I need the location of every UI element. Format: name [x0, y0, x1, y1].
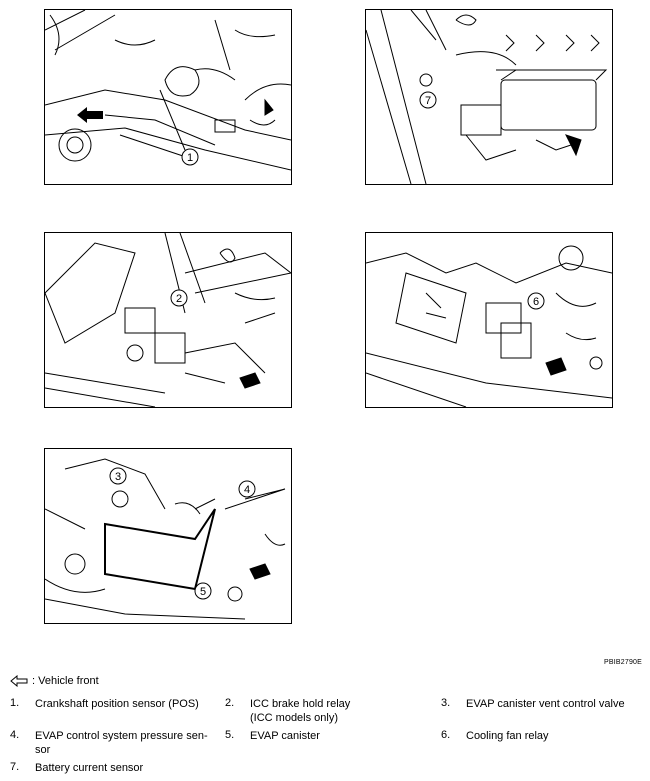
illustration-panel-crankshaft-sensor: 1 — [44, 9, 292, 185]
item-label: Crankshaft position sensor (POS) — [35, 698, 199, 710]
item-number: 4. — [10, 729, 20, 741]
figure-id: PBIB2790E — [604, 659, 642, 666]
item-label: ICC brake hold relay — [250, 698, 351, 710]
item-number: 5. — [225, 729, 235, 741]
item-label: Battery current sensor — [35, 762, 144, 774]
item-number: 7. — [10, 761, 20, 773]
item-label-continued: (ICC models only) — [250, 712, 339, 724]
legend-text: : Vehicle front — [32, 675, 99, 687]
callout-4: 4 — [244, 484, 250, 496]
arrow-outline-left-icon — [10, 675, 28, 687]
illustration-panel-battery-current-sensor: 7 — [365, 9, 613, 185]
item-label-continued: sor — [35, 744, 51, 756]
vehicle-front-arrow-icon — [77, 107, 103, 123]
callout-3: 3 — [115, 471, 121, 483]
item-label: Cooling fan relay — [466, 730, 549, 742]
callout-2: 2 — [176, 293, 182, 305]
illustration-panel-icc-brake-hold-relay: 2 — [44, 232, 292, 408]
callout-5: 5 — [200, 586, 206, 598]
item-number: 2. — [225, 697, 235, 709]
item-number: 3. — [441, 697, 451, 709]
item-number: 6. — [441, 729, 451, 741]
callout-6: 6 — [533, 296, 539, 308]
item-label: EVAP control system pressure sen- — [35, 730, 208, 742]
illustration-panel-evap-canister: 3 4 5 — [44, 448, 292, 624]
item-number: 1. — [10, 697, 20, 709]
callout-1: 1 — [187, 152, 193, 164]
item-label: EVAP canister vent control valve — [466, 698, 625, 710]
item-label: EVAP canister — [250, 730, 320, 742]
callout-7: 7 — [425, 95, 431, 107]
illustration-panel-cooling-fan-relay: 6 — [365, 232, 613, 408]
